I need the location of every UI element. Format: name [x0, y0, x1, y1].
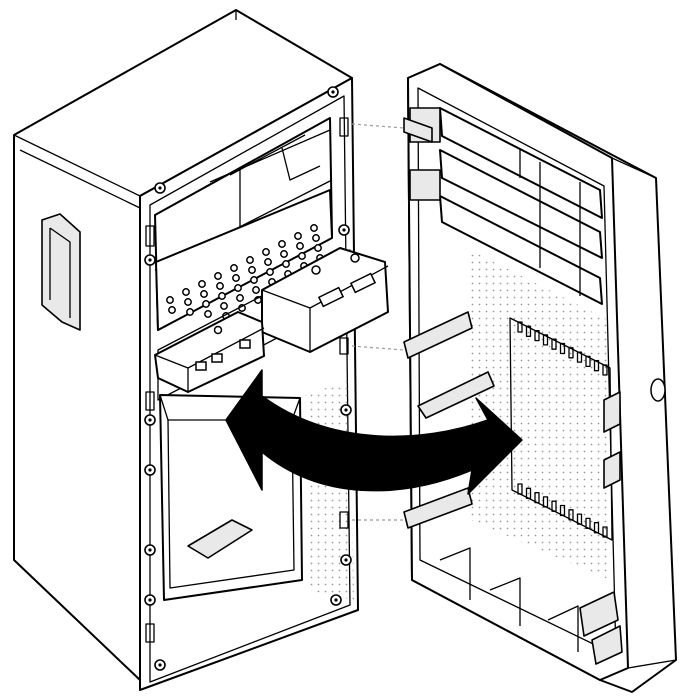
shield-hole	[266, 268, 274, 276]
foam-tooth	[602, 526, 608, 538]
chassis-screw-center	[148, 598, 152, 602]
chassis-screw-center	[158, 663, 162, 667]
foam-tooth	[534, 329, 540, 342]
shield-hole	[202, 300, 210, 308]
foam-tooth	[517, 321, 523, 333]
chassis-screw-center	[344, 408, 348, 412]
chassis-screw-center	[148, 418, 152, 422]
shield-hole	[236, 294, 244, 302]
foam-frame-teeth	[517, 321, 608, 538]
shield-hole	[204, 310, 212, 318]
chassis-screws	[144, 86, 352, 671]
drive-cage-handle	[187, 519, 253, 559]
shield-hole	[252, 286, 260, 294]
bezel-bottom-feet	[439, 547, 623, 665]
shield-hole	[182, 288, 190, 296]
shield-hole	[186, 308, 194, 316]
foam-tooth	[576, 351, 583, 363]
foam-tooth	[576, 513, 583, 525]
shield-hole	[214, 272, 222, 280]
shield-hole	[232, 274, 240, 282]
bezel-perforation	[470, 250, 610, 580]
server-chassis	[13, 9, 389, 691]
shield-hole	[298, 252, 306, 260]
foam-tooth	[525, 487, 532, 499]
alignment-guides	[351, 123, 405, 521]
shield-hole	[280, 250, 288, 258]
foam-tooth	[559, 504, 566, 517]
foam-tooth	[593, 360, 600, 372]
foam-tooth	[534, 491, 540, 504]
shield-hole	[250, 276, 258, 284]
shield-hole	[278, 240, 286, 248]
shield-hole	[220, 302, 228, 310]
double-headed-curved-arrow-icon	[225, 369, 523, 495]
front-bezel	[403, 63, 677, 693]
shield-hole	[248, 266, 256, 274]
foam-tooth	[568, 347, 574, 359]
foam-tooth	[602, 364, 608, 376]
shield-hole	[216, 282, 224, 290]
shield-hole	[234, 284, 242, 292]
shield-hole	[184, 298, 192, 306]
shield-hole	[246, 256, 254, 264]
shield-hole	[166, 296, 174, 304]
shield-hole	[218, 292, 226, 300]
chassis-screw-center	[344, 558, 348, 562]
chassis-screw-center	[331, 90, 335, 94]
shield-hole	[168, 306, 176, 314]
foam-tooth	[542, 334, 549, 346]
foam-tooth	[568, 509, 574, 521]
foam-tooth	[593, 522, 600, 534]
chassis-screw-center	[148, 548, 152, 552]
foam-tooth	[551, 500, 557, 512]
shield-hole	[310, 224, 318, 232]
shield-hole	[314, 244, 322, 252]
shield-hole	[282, 260, 290, 268]
chassis-screw-center	[334, 598, 338, 602]
bezel-ribs	[409, 107, 603, 305]
foam-tooth	[585, 517, 591, 530]
shield-hole	[200, 290, 208, 298]
bezel-hinge-clips	[403, 117, 621, 529]
shield-hole	[198, 280, 206, 288]
foam-tooth	[542, 496, 549, 508]
foam-tooth	[585, 355, 591, 368]
drive-bay-shield	[155, 189, 333, 331]
foam-tooth	[517, 483, 523, 495]
shield-hole	[312, 234, 320, 242]
shield-hole	[230, 264, 238, 272]
shield-hole	[264, 258, 272, 266]
front-panel-bracket	[154, 311, 265, 393]
foam-tooth	[551, 338, 557, 350]
chassis-screw-center	[158, 186, 162, 190]
foam-tooth	[559, 342, 566, 355]
bezel-lock-hole	[650, 378, 666, 402]
shield-hole	[262, 248, 270, 256]
chassis-screw-center	[148, 258, 152, 262]
chassis-screw-center	[342, 228, 346, 232]
chassis-screw-center	[148, 468, 152, 472]
shield-hole	[294, 232, 302, 240]
shield-hole	[296, 242, 304, 250]
front-usb-bracket	[261, 247, 389, 353]
foam-tooth	[525, 325, 532, 337]
